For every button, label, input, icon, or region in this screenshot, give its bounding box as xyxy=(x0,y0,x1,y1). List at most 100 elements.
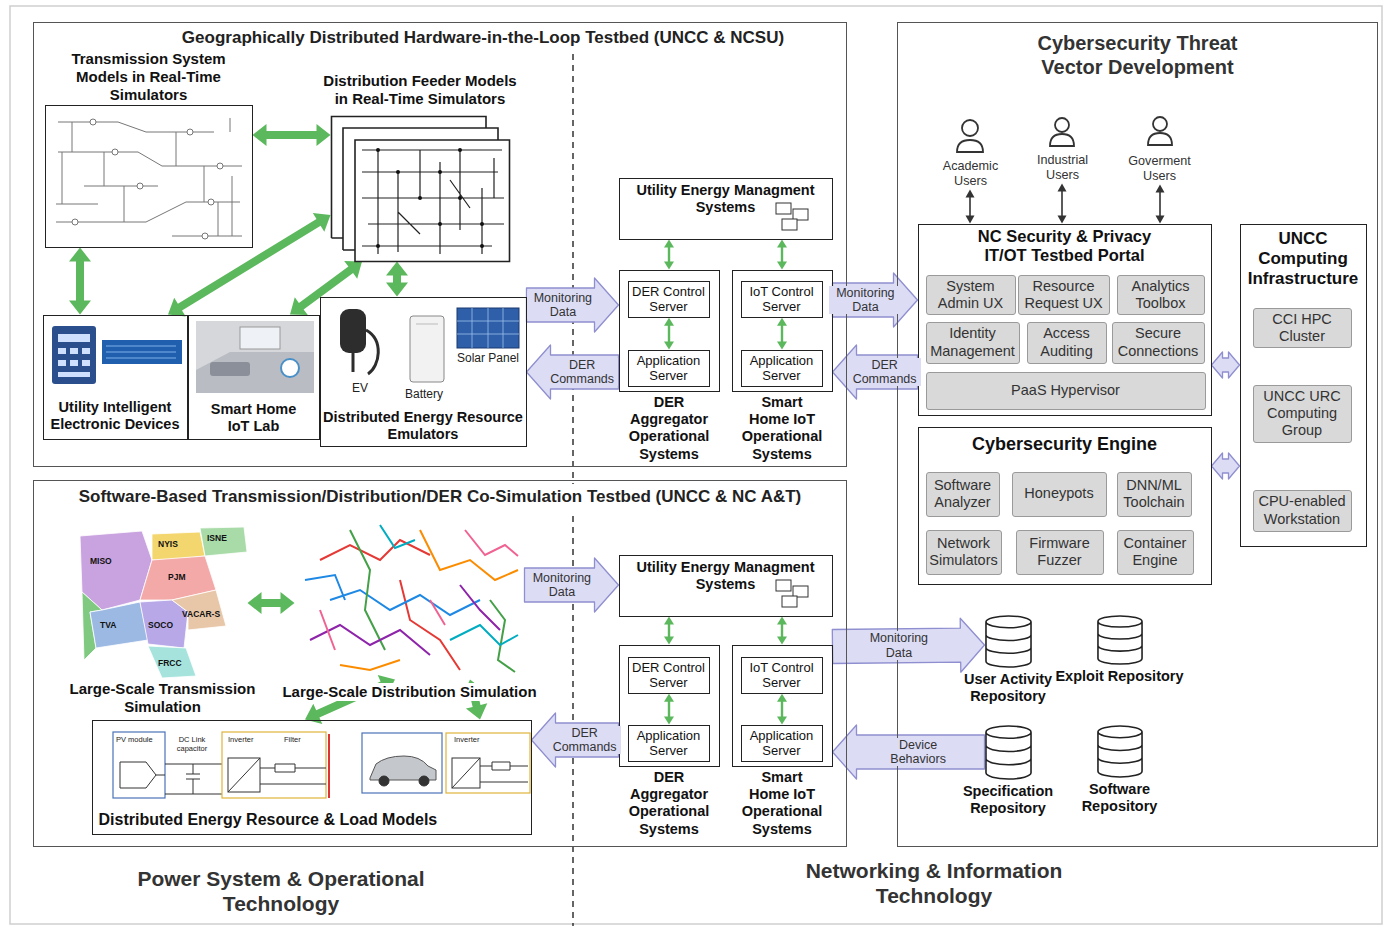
box-heading: Exploit Repository xyxy=(1055,668,1185,685)
feeder-network xyxy=(362,148,504,254)
ev-charger xyxy=(340,309,366,353)
box-text: Cybersecurity Threat Vector Development xyxy=(1008,31,1267,79)
block-arrow xyxy=(1212,352,1240,378)
box-heading: Smart Home IoT Operational Systems xyxy=(740,769,824,839)
diagram-box: IoT Control Server xyxy=(741,281,823,318)
der-load-circuits xyxy=(113,732,530,798)
ev-inverter-wires xyxy=(452,758,528,788)
person-icon xyxy=(1050,118,1074,146)
diagram-box: UNCC Computing InfrastructureCCI HPC Clu… xyxy=(1240,224,1367,547)
arrow-label: DER Commands xyxy=(546,358,618,387)
block-arrow xyxy=(527,278,619,332)
box-text: Resource Request UX xyxy=(1021,278,1107,313)
connector-arrow xyxy=(290,261,362,315)
map-region xyxy=(172,590,226,630)
box-heading: DER Aggregator Operational Systems xyxy=(619,394,720,464)
box-text: Identity Management xyxy=(929,325,1017,360)
box-text: Utility Energy Managment Systems xyxy=(622,182,830,217)
box-heading: User Activity Repository xyxy=(943,671,1073,706)
der-emulators-picture xyxy=(340,308,519,382)
grid-buses xyxy=(72,119,223,239)
box-text: DER Control Server xyxy=(631,660,707,691)
diagram-box: Large-Scale Transmission Simulation xyxy=(78,530,248,680)
connector-arrow xyxy=(966,190,975,224)
arrow-label: Monitoring Data xyxy=(863,631,935,660)
stacked-model-box: Distribution Feeder Models in Real-Time … xyxy=(331,116,510,262)
connector-arrow xyxy=(777,318,787,350)
computer-icon xyxy=(776,203,791,214)
ev-wheel xyxy=(379,776,389,786)
repository-cylinder: User Activity Repository xyxy=(985,615,1032,668)
picture-label: Filter xyxy=(284,735,301,744)
box-text: DNN/ML Toolchain xyxy=(1120,477,1189,512)
grid-lines xyxy=(56,118,242,236)
ev-wheel xyxy=(419,776,429,786)
rack-unit xyxy=(102,340,182,364)
diagram-box: UNCC URC Computing Group xyxy=(1253,385,1352,443)
box-text: Analytics Toolbox xyxy=(1120,278,1202,313)
person-icon xyxy=(1148,117,1172,145)
node-outline xyxy=(1097,725,1143,778)
diagram-box: Large-Scale Distribution Simulation xyxy=(295,520,525,680)
feeder-trace xyxy=(380,525,518,645)
connector-arrow xyxy=(69,248,91,315)
connector-arrow xyxy=(664,617,674,645)
diagram-box: Smart Home IoT Lab xyxy=(188,315,320,440)
ied-picture xyxy=(52,326,182,384)
connector-arrow xyxy=(777,694,787,725)
room-floor xyxy=(196,352,314,393)
map-region xyxy=(90,602,148,648)
feeder-nodes xyxy=(376,148,484,248)
box-text: Distributed Energy Resource & Load Model… xyxy=(99,810,438,829)
computer-icon xyxy=(793,209,808,220)
connector-arrow xyxy=(253,124,331,146)
solar-cells xyxy=(457,308,519,348)
box-text: System Admin UX xyxy=(929,278,1013,313)
user-icons xyxy=(957,117,1172,152)
box-text: IoT Control Server xyxy=(744,660,820,691)
diagram-box: Transmission System Models in Real-Time … xyxy=(45,105,253,248)
map-region xyxy=(200,527,247,556)
grid-line xyxy=(328,734,330,798)
computer-icon xyxy=(776,580,791,591)
picture-label: FRCC xyxy=(158,658,182,668)
box-text: Smart Home IoT Lab xyxy=(205,401,303,436)
connector-arrow xyxy=(777,617,787,645)
block-arrow xyxy=(833,725,985,779)
box-text: Cybersecurity Engine xyxy=(972,434,1157,456)
diagram-box: IoT Control Server xyxy=(741,657,823,694)
transmission-grid xyxy=(56,118,242,239)
section-label: Power System & Operational Technology xyxy=(120,866,442,916)
diagram-box: Container Engine xyxy=(1117,530,1194,575)
diagram-box: CPU-enabled Workstation xyxy=(1253,490,1352,532)
room-couch xyxy=(210,362,250,376)
picture-label: SOCO xyxy=(148,620,173,630)
diagram-box: System Admin UX xyxy=(926,275,1016,316)
diagram-box: Resource Request UX xyxy=(1018,275,1110,316)
box-text: Software Analyzer xyxy=(929,477,997,512)
solar-panel xyxy=(457,308,519,348)
diagram-box: Industrial Users xyxy=(1027,118,1099,184)
diagram-box: DER Aggregator Operational SystemsDER Co… xyxy=(619,645,720,767)
diagram-box: DER Control Server xyxy=(628,281,710,318)
person-icon xyxy=(957,120,983,152)
box-text: NC Security & Privacy IT/OT Testbed Port… xyxy=(966,227,1164,267)
feeder-trace xyxy=(305,575,480,615)
diagram-box: Access Auditing xyxy=(1027,322,1107,364)
cylinder-outline xyxy=(1097,725,1141,776)
connector-arrow xyxy=(777,240,787,270)
outer-frame xyxy=(10,6,1382,924)
diagram-box: Utility Energy Managment Systems xyxy=(619,555,833,617)
box-text: PaaS Hypervisor xyxy=(1011,382,1120,399)
ev-box xyxy=(362,733,442,793)
box-text: Firmware Fuzzer xyxy=(1019,535,1101,570)
block-arrow xyxy=(832,618,984,672)
picture-label: Inverter xyxy=(228,735,253,744)
inverter-filter-wires xyxy=(228,758,326,792)
box-text: Distributed Energy Resource Emulators xyxy=(323,409,524,444)
connector-arrow xyxy=(664,240,674,270)
box-text: UNCC URC Computing Group xyxy=(1256,388,1349,440)
box-heading: Large-Scale Transmission Simulation xyxy=(63,680,263,716)
repository-cylinder: Specification Repository xyxy=(985,725,1032,780)
repository-cylinder: Software Repository xyxy=(1097,725,1143,778)
